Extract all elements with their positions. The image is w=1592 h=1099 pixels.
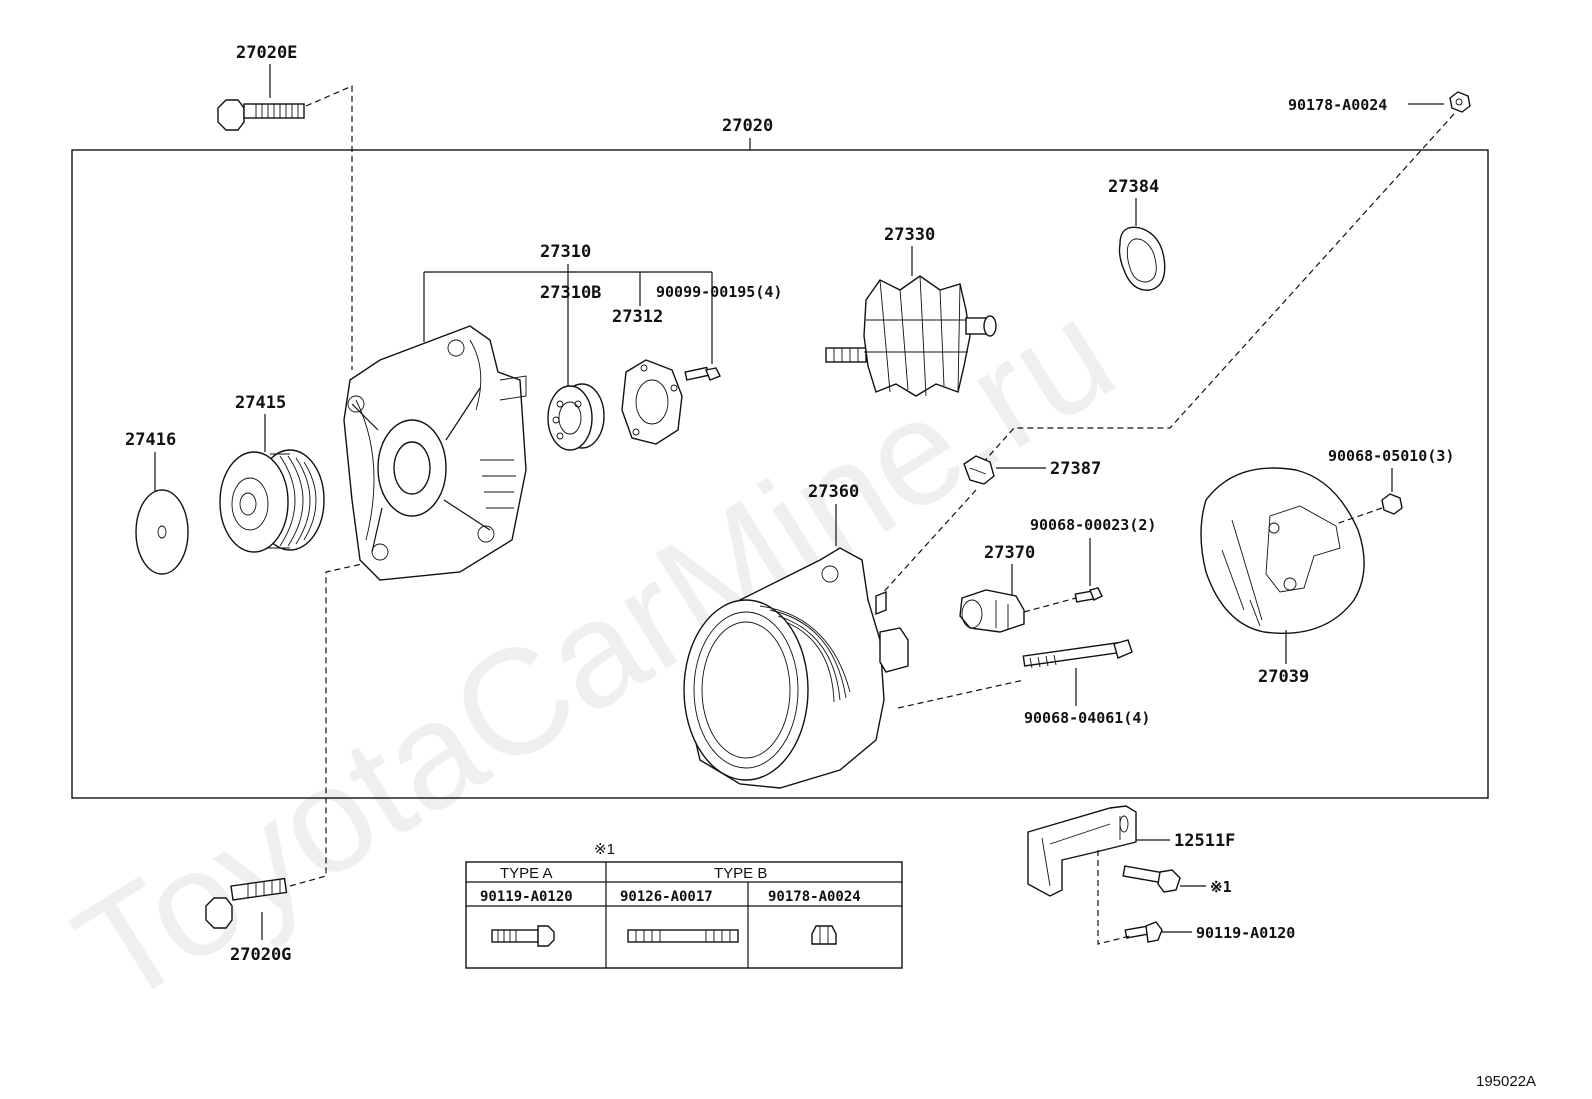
retainer-plate-27312[interactable]	[621, 359, 683, 445]
drive-end-frame[interactable]	[343, 325, 527, 581]
screw-90068-00023[interactable]	[1074, 587, 1103, 603]
label-90068-00023[interactable]: 90068-00023(2)	[1030, 516, 1156, 534]
label-27370[interactable]: 27370	[984, 543, 1035, 563]
label-27387[interactable]: 27387	[1050, 459, 1101, 479]
rear-cover-27039[interactable]	[1200, 467, 1365, 635]
label-27416[interactable]: 27416	[125, 430, 176, 450]
label-27020E[interactable]: 27020E	[236, 43, 297, 63]
type-table: ※1 TYPE A TYPE B 90119-A0120 90126-A0017…	[465, 841, 903, 969]
bolt-note1[interactable]	[1122, 865, 1181, 893]
rotor-27330[interactable]	[825, 275, 997, 397]
bracket-12511F[interactable]	[1027, 805, 1137, 897]
cap-27416[interactable]	[135, 489, 189, 575]
table-col2-part[interactable]: 90126-A0017	[620, 889, 713, 905]
table-note: ※1	[594, 841, 615, 858]
bolt-27020E[interactable]	[217, 99, 305, 131]
table-col3-part[interactable]: 90178-A0024	[768, 889, 861, 905]
screw-90099-00195[interactable]	[684, 366, 721, 381]
table-header-type-b: TYPE B	[714, 865, 767, 882]
label-90068-05010[interactable]: 90068-05010(3)	[1328, 447, 1454, 465]
table-bolt-col1	[491, 925, 555, 947]
label-90068-04061[interactable]: 90068-04061(4)	[1024, 709, 1150, 727]
label-note1-bolt[interactable]: ※1	[1210, 878, 1232, 896]
label-27020[interactable]: 27020	[722, 116, 773, 136]
label-27039[interactable]: 27039	[1258, 667, 1309, 687]
label-27360[interactable]: 27360	[808, 482, 859, 502]
label-90178-A0024-top[interactable]: 90178-A0024	[1288, 96, 1387, 114]
label-27020G[interactable]: 27020G	[230, 945, 291, 965]
label-27384[interactable]: 27384	[1108, 177, 1159, 197]
label-90099-00195[interactable]: 90099-00195(4)	[656, 283, 782, 301]
nut-90178-A0024[interactable]	[1449, 91, 1471, 113]
bolt-27020G[interactable]	[205, 877, 288, 929]
label-27415[interactable]: 27415	[235, 393, 286, 413]
nut-90068-05010[interactable]	[1381, 493, 1403, 515]
bearing-27310B[interactable]	[547, 383, 605, 451]
label-27310[interactable]: 27310	[540, 242, 591, 262]
pulley-27415[interactable]	[219, 449, 325, 553]
label-27330[interactable]: 27330	[884, 225, 935, 245]
reference-code: 195022A	[1476, 1073, 1536, 1090]
stator-housing-27360[interactable]	[683, 547, 909, 789]
label-27312[interactable]: 27312	[612, 307, 663, 327]
label-90119-A0120-side[interactable]: 90119-A0120	[1196, 924, 1295, 942]
assembly-frame	[71, 149, 1489, 799]
table-header-type-a: TYPE A	[500, 865, 553, 882]
table-nut-col3	[811, 925, 837, 945]
label-12511F[interactable]: 12511F	[1174, 831, 1235, 851]
bushing-27384[interactable]	[1118, 226, 1166, 291]
insulator-27387[interactable]	[963, 455, 995, 485]
table-col1-part[interactable]: 90119-A0120	[480, 889, 573, 905]
table-stud-col2	[627, 929, 739, 943]
brush-holder-27370[interactable]	[959, 589, 1025, 633]
bolt-90068-04061[interactable]	[1022, 639, 1133, 669]
label-27310B[interactable]: 27310B	[540, 283, 601, 303]
bolt-90119-A0120[interactable]	[1124, 921, 1163, 943]
